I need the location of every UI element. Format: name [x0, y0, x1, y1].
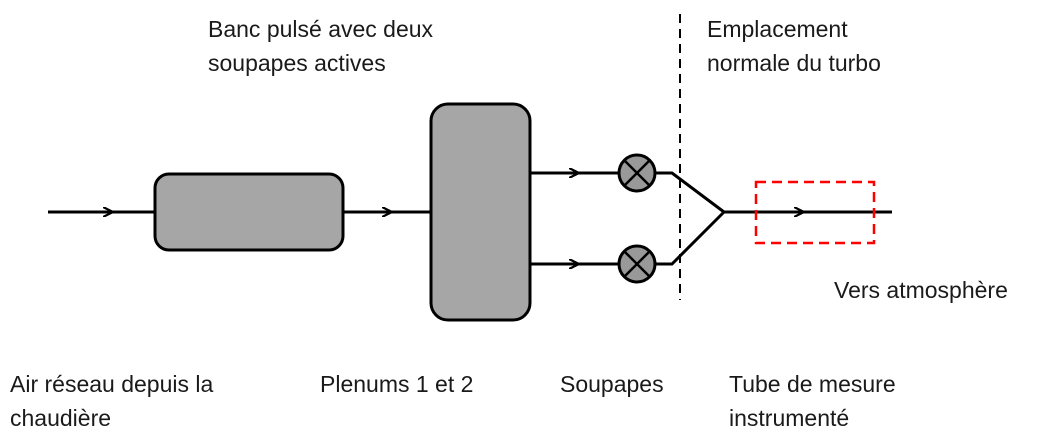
plenums-label: Plenums 1 et 2: [320, 367, 473, 401]
outlet-label-text: Vers atmosphère: [834, 277, 1008, 303]
measurement-tube-box: [754, 180, 876, 245]
turbo-location-label-line2: normale du turbo: [707, 50, 881, 76]
turbo-location-label: Emplacement normale du turbo: [707, 12, 881, 80]
outlet-label: Vers atmosphère: [834, 273, 1008, 307]
test-bench-label-line1: Banc pulsé avec deux: [208, 16, 434, 42]
air-supply-label-line2: chaudière: [10, 405, 112, 431]
supply-box: [153, 172, 345, 252]
test-bench-label-line2: soupapes actives: [208, 50, 386, 76]
merge-upper: [655, 171, 725, 214]
valves-label: Soupapes: [560, 367, 664, 401]
test-bench-label: Banc pulsé avec deux soupapes actives: [208, 12, 433, 80]
plenums-label-text: Plenums 1 et 2: [320, 371, 474, 397]
measurement-tube-label: Tube de mesure instrumenté: [729, 367, 896, 435]
air-supply-label-line1: Air réseau depuis la: [10, 371, 214, 397]
valve-upper: [617, 153, 657, 193]
valves-label-text: Soupapes: [560, 371, 664, 397]
turbo-location-label-line1: Emplacement: [707, 16, 848, 42]
air-supply-label: Air réseau depuis la chaudière: [10, 367, 213, 435]
plenum-box: [429, 102, 532, 322]
measurement-tube-label-line2: instrumenté: [729, 405, 850, 431]
valve-lower: [617, 244, 657, 284]
merge-lower: [655, 210, 726, 266]
measurement-tube-label-line1: Tube de mesure: [729, 371, 896, 397]
